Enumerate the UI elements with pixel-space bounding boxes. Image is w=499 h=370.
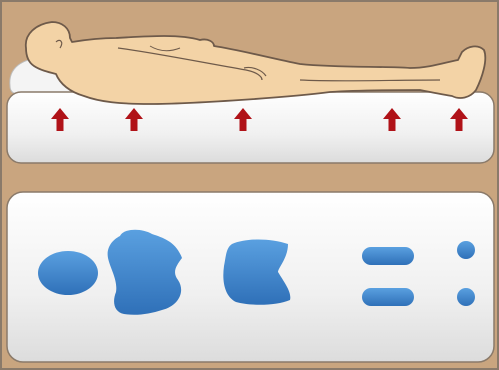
pressure-zone-heel-upper — [457, 241, 475, 259]
pressure-zone-head — [38, 251, 98, 295]
pressure-zone-calf-lower — [362, 288, 414, 306]
pressure-zone-calf-upper — [362, 247, 414, 265]
pressure-zone-heel-lower — [457, 288, 475, 306]
bottom-panel — [7, 192, 494, 362]
mattress — [7, 92, 494, 163]
